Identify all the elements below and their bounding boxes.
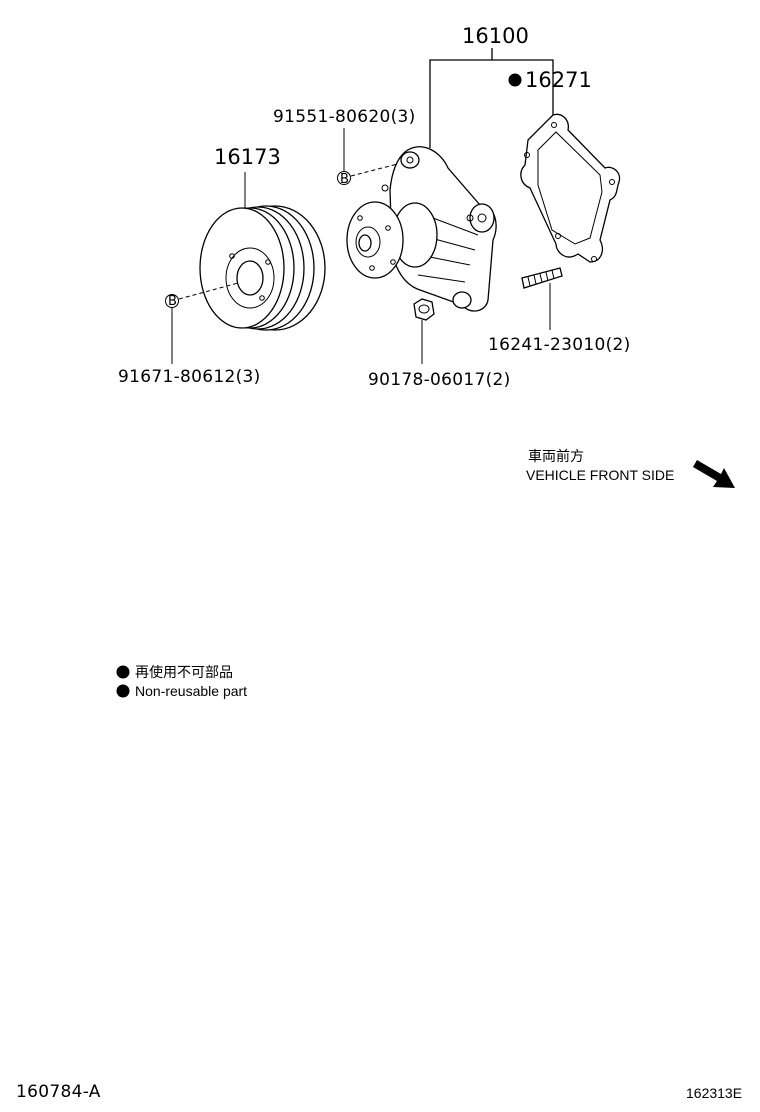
stud-drawing [521,267,563,289]
nut-drawing [413,298,435,321]
bolt-axis-pulley [178,282,239,300]
footer-left-code: 160784-A [16,1082,101,1102]
bolt-tag-pulley-letter: B [168,294,177,309]
bolt-tag-pump-letter: B [340,172,349,187]
label-pulley: 16173 [214,145,281,169]
front-direction-arrow-icon [693,460,735,488]
label-pump-bolt: 91551-80620(3) [273,107,416,127]
non-reusable-dot-gasket [508,73,522,87]
footer-right-code: 162313E [686,1085,742,1101]
direction-en: VEHICLE FRONT SIDE [526,467,674,483]
water-pump-drawing [346,146,497,312]
legend-en: Non-reusable part [135,683,247,699]
legend-dot-jp [116,665,130,679]
pulley-drawing [199,205,326,331]
label-water-pump: 16100 [462,24,529,48]
legend-dot-en [116,684,130,698]
label-pulley-bolt: 91671-80612(3) [118,367,261,387]
bolt-tag-pulley [165,294,179,308]
label-gasket: 16271 [525,68,592,92]
label-stud: 16241-23010(2) [488,335,631,355]
label-nut: 90178-06017(2) [368,370,511,390]
legend-jp: 再使用不可部品 [135,664,233,680]
bolt-axis-pump [350,161,406,177]
direction-jp: 車両前方 [528,448,584,464]
gasket-drawing [520,113,621,263]
bolt-tag-pump [337,171,351,185]
